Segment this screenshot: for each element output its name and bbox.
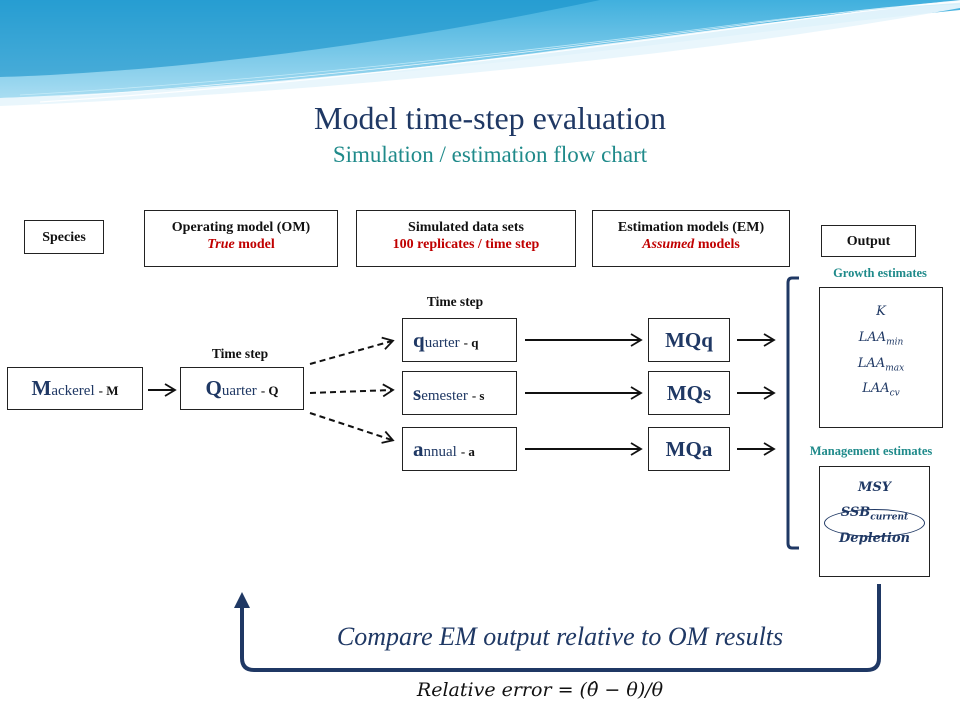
sim-header: Simulated data sets 100 replicates / tim… <box>356 210 576 267</box>
om-sub-italic: True <box>207 237 235 252</box>
om-box: Quarter - Q <box>180 367 304 410</box>
sim-header-title: Simulated data sets <box>408 220 524 235</box>
em-sub-rest: models <box>694 237 740 252</box>
param-laa-max-sub: max <box>885 363 905 374</box>
output-header: Output <box>821 225 916 257</box>
species-cap: M <box>31 376 52 400</box>
param-laa-max-text: LAA <box>857 355 886 371</box>
slide-subtitle: Simulation / estimation flow chart <box>332 142 648 167</box>
quarter-cap: q <box>413 328 425 352</box>
semester-rest: emester <box>421 388 468 404</box>
semester-cap: s <box>413 381 422 405</box>
param-laa-cv: LAAcv <box>820 381 942 399</box>
annual-cap: a <box>413 437 424 461</box>
param-laa-min: LAAmin <box>820 330 942 348</box>
param-laa-min-sub: min <box>886 337 904 348</box>
quarter-rest: uarter <box>424 335 460 351</box>
time-step-box-annual: annual - a <box>402 427 517 471</box>
param-laa-cv-sub: cv <box>889 388 900 399</box>
om-cap: Q <box>205 376 222 400</box>
species-header: Species <box>24 220 104 254</box>
arrow-om-to-semester <box>309 383 395 398</box>
species-box: Mackerel - M <box>7 367 143 410</box>
management-estimates-box: MSY SSBcurrent Depletion <box>819 466 930 577</box>
time-step-label-om: Time step <box>211 346 269 361</box>
em-sub-italic: Assumed <box>642 237 695 252</box>
time-step-label-sim: Time step <box>426 294 484 309</box>
param-laa-min-text: LAA <box>858 330 887 345</box>
output-bracket <box>786 276 799 550</box>
param-laa-max: LAAmax <box>820 356 942 374</box>
output-header-label: Output <box>846 234 891 249</box>
param-k-text: K <box>876 304 886 319</box>
em-header: Estimation models (EM) Assumed models <box>592 210 790 267</box>
slide-title: Model time-step evaluation <box>314 100 666 136</box>
model-box-mqa: MQa <box>648 427 730 471</box>
om-abbr: - Q <box>260 383 279 398</box>
om-header: Operating model (OM) True model <box>144 210 338 267</box>
feedback-loop-arrow <box>234 584 881 672</box>
om-sub-rest: model <box>234 237 275 252</box>
annual-abbr: - a <box>460 444 475 459</box>
growth-estimates-label: Growth estimates <box>833 266 927 280</box>
species-rest: ackerel <box>51 383 95 399</box>
quarter-abbr: - q <box>463 335 479 350</box>
time-step-box-quarter: quarter - q <box>402 318 517 362</box>
time-step-box-semester: semester - s <box>402 371 517 415</box>
compare-text: Compare EM output relative to OM results <box>336 622 784 651</box>
sim-header-sub: 100 replicates / time step <box>392 237 540 252</box>
param-k: K <box>820 304 942 319</box>
annual-rest: nnual <box>423 444 457 460</box>
om-rest: uarter <box>221 383 257 399</box>
model-box-mqq: MQq <box>648 318 730 362</box>
param-msy: MSY <box>857 480 892 495</box>
model-box-mqs: MQs <box>648 371 730 415</box>
om-header-title: Operating model (OM) <box>171 220 311 235</box>
species-header-label: Species <box>42 230 86 245</box>
semester-abbr: - s <box>471 388 485 403</box>
ssb-highlight-ellipse <box>824 509 925 537</box>
em-header-sub: Assumed models <box>593 236 789 253</box>
header-wave-decoration <box>0 0 960 106</box>
management-estimates-label: Management estimates <box>809 444 933 458</box>
relative-error-formula: Relative error = (θ̂ − θ)/θ <box>416 679 664 701</box>
growth-estimates-box: K LAAmin LAAmax LAAcv <box>819 287 943 428</box>
param-laa-cv-text: LAA <box>862 381 890 397</box>
om-header-sub: True model <box>145 236 337 253</box>
species-abbr: - M <box>98 383 119 398</box>
arrow-om-to-annual <box>309 412 395 444</box>
em-header-title: Estimation models (EM) <box>617 220 765 235</box>
arrow-om-to-quarter <box>309 336 395 365</box>
